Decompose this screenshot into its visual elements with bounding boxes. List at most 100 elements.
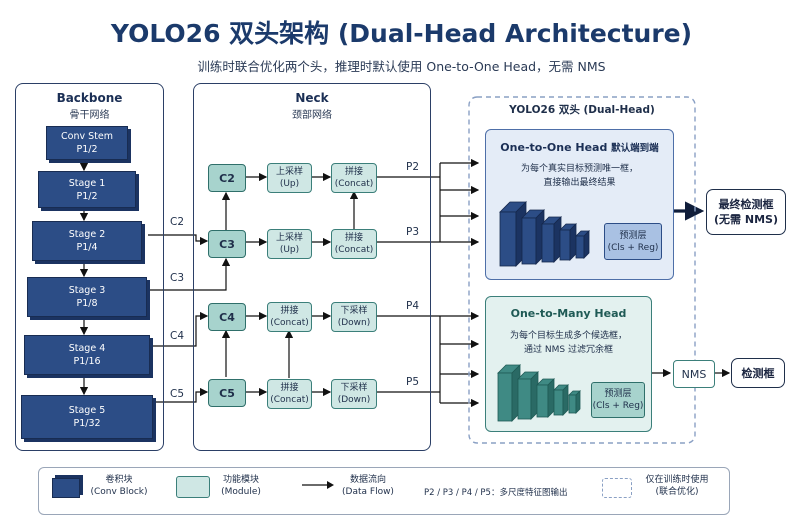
p5-label: P5 bbox=[406, 376, 420, 388]
concat-module-3: 拼接 (Concat) bbox=[267, 302, 312, 332]
module-label-en: (Concat) bbox=[334, 179, 374, 189]
stage-name: Stage 3 bbox=[68, 285, 106, 296]
c3-label: C3 bbox=[170, 272, 185, 284]
legend-conv-label-en: (Conv Block) bbox=[90, 487, 148, 497]
neck-c4-node: C4 bbox=[208, 303, 246, 331]
o2m-prediction-layer: 预测层 (Cls + Reg) bbox=[591, 382, 645, 418]
legend-conv-label: 卷积块 bbox=[105, 475, 133, 485]
page-subtitle: 训练时联合优化两个头，推理时默认使用 One-to-One Head，无需 NM… bbox=[197, 59, 606, 74]
o2m-desc-1: 为每个目标生成多个候选框， bbox=[509, 331, 627, 341]
module-label: 拼接 bbox=[280, 383, 299, 393]
stage-stride: P1/32 bbox=[73, 418, 101, 429]
neck-title: Neck bbox=[295, 91, 329, 105]
legend-train-text: 仅在训练时使用 (联合优化) bbox=[636, 474, 718, 498]
legend-module-swatch bbox=[176, 476, 210, 498]
concat-module-2: 拼接 (Concat) bbox=[331, 229, 377, 259]
legend-train-label-en: (联合优化) bbox=[655, 487, 699, 497]
module-label-en: (Concat) bbox=[334, 245, 374, 255]
module-label: 上采样 bbox=[275, 233, 303, 243]
module-label: 拼接 bbox=[344, 167, 363, 177]
stage-2-block: Stage 2 P1/4 bbox=[32, 221, 142, 261]
o2o-title-cn: 默认端到端 bbox=[611, 143, 659, 154]
nms-module: NMS bbox=[673, 360, 715, 388]
stage-stride: P1/2 bbox=[76, 190, 98, 202]
legend-conv-text: 卷积块 (Conv Block) bbox=[88, 474, 150, 498]
legend-module-label: 功能模块 bbox=[222, 475, 259, 485]
o2o-title: One-to-One Head bbox=[500, 141, 608, 154]
neck-c2-node: C2 bbox=[208, 164, 246, 192]
neck-panel: Neck 颈部网络 bbox=[193, 83, 431, 451]
o2o-desc-1: 为每个真实目标预测唯一框， bbox=[520, 164, 638, 174]
stage-stride: P1/8 bbox=[76, 298, 98, 309]
module-label-en: (Down) bbox=[337, 395, 371, 405]
dual-head-title: YOLO26 双头 (Dual-Head) bbox=[509, 104, 655, 116]
backbone-panel: Backbone 骨干网络 bbox=[15, 83, 164, 451]
upsample-module-1: 上采样 (Up) bbox=[267, 163, 312, 193]
legend-flow-label: 数据流向 bbox=[349, 475, 386, 485]
neck-c5-node: C5 bbox=[208, 379, 246, 407]
stage-stride: P1/16 bbox=[73, 356, 101, 367]
legend-flow-label-en: (Data Flow) bbox=[342, 487, 394, 497]
neck-subtitle: 颈部网络 bbox=[292, 110, 332, 121]
detection-box-output: 检测框 bbox=[731, 358, 785, 388]
o2m-title: One-to-Many Head bbox=[510, 307, 627, 320]
module-label-en: (Up) bbox=[279, 245, 300, 255]
downsample-module-2: 下采样 (Down) bbox=[331, 379, 377, 409]
downsample-module-1: 下采样 (Down) bbox=[331, 302, 377, 332]
final-label: 最终检测框 bbox=[718, 198, 774, 211]
stage-5-block: Stage 5 P1/32 bbox=[21, 395, 153, 439]
module-label: 拼接 bbox=[280, 306, 299, 316]
module-label: 下采样 bbox=[340, 383, 368, 393]
module-label: 上采样 bbox=[275, 167, 303, 177]
o2m-desc-2: 通过 NMS 过滤冗余框 bbox=[524, 345, 613, 355]
module-label-en: (Up) bbox=[279, 179, 300, 189]
concat-module-1: 拼接 (Concat) bbox=[331, 163, 377, 193]
legend-flow-text: 数据流向 (Data Flow) bbox=[336, 474, 400, 498]
pred-label-en: (Cls + Reg) bbox=[592, 401, 644, 411]
final-sub-label: (无需 NMS) bbox=[714, 213, 778, 226]
legend-module-label-en: (Module) bbox=[221, 487, 261, 497]
conv-stem-block: Conv Stem P1/2 bbox=[46, 126, 128, 160]
pred-label: 预测层 bbox=[604, 389, 632, 399]
stage-stride: P1/4 bbox=[76, 242, 98, 253]
page-title: YOLO26 双头架构 (Dual-Head Architecture) bbox=[110, 19, 693, 48]
legend-conv-swatch bbox=[52, 478, 80, 498]
pred-label: 预测层 bbox=[619, 230, 647, 241]
backbone-subtitle: 骨干网络 bbox=[69, 110, 110, 121]
module-label: 下采样 bbox=[340, 306, 368, 316]
stage-name: Stage 4 bbox=[68, 343, 106, 354]
legend bbox=[38, 467, 730, 515]
p3-label: P3 bbox=[406, 226, 420, 238]
upsample-module-2: 上采样 (Up) bbox=[267, 229, 312, 259]
c2-label: C2 bbox=[170, 216, 185, 228]
stage-name: Stage 1 bbox=[68, 177, 106, 189]
backbone-title: Backbone bbox=[56, 91, 123, 105]
legend-train-label: 仅在训练时使用 bbox=[645, 475, 709, 485]
o2o-desc-2: 直接输出最终结果 bbox=[543, 178, 616, 188]
stage-4-block: Stage 4 P1/16 bbox=[24, 335, 150, 375]
stage-1-block: Stage 1 P1/2 bbox=[38, 171, 136, 208]
stage-name: Stage 5 bbox=[68, 405, 106, 416]
stem-stride: P1/2 bbox=[76, 144, 98, 155]
c5-label: C5 bbox=[170, 388, 185, 400]
legend-multiscale-text: P2 / P3 / P4 / P5：多尺度特征图输出 bbox=[424, 488, 568, 498]
module-label: 拼接 bbox=[344, 233, 363, 243]
p4-label: P4 bbox=[406, 300, 420, 312]
o2o-title-row: One-to-One Head 默认端到端 bbox=[486, 140, 673, 154]
c4-label: C4 bbox=[170, 330, 185, 342]
o2o-prediction-layer: 预测层 (Cls + Reg) bbox=[604, 223, 662, 260]
module-label-en: (Concat) bbox=[270, 318, 309, 328]
module-label-en: (Concat) bbox=[270, 395, 309, 405]
legend-arrow-icon bbox=[302, 481, 334, 489]
module-label-en: (Down) bbox=[337, 318, 371, 328]
stem-name: Conv Stem bbox=[61, 131, 113, 142]
stage-name: Stage 2 bbox=[68, 229, 106, 240]
neck-c3-node: C3 bbox=[208, 230, 246, 258]
legend-module-text: 功能模块 (Module) bbox=[212, 474, 270, 498]
legend-train-swatch bbox=[602, 478, 632, 498]
pred-label-en: (Cls + Reg) bbox=[607, 242, 659, 253]
stage-3-block: Stage 3 P1/8 bbox=[27, 277, 147, 317]
o2m-feature-stack bbox=[497, 364, 581, 422]
final-detection-box: 最终检测框 (无需 NMS) bbox=[706, 189, 786, 235]
